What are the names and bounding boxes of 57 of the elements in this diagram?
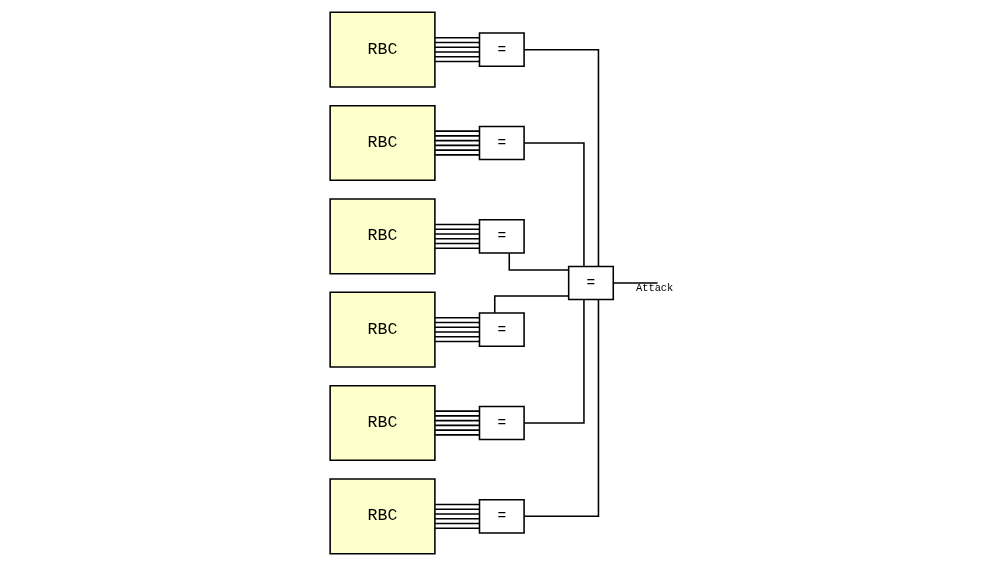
node-box: RBC [328,291,436,368]
connector [433,508,480,510]
connector [433,154,480,156]
connector [433,149,480,151]
connector [433,527,480,529]
node-box: = [478,498,525,534]
connector [522,298,585,424]
connector [433,331,480,333]
connector [433,247,480,249]
connector [433,135,480,137]
connector [433,517,480,520]
connector [493,295,569,314]
connector [433,130,480,132]
connector [433,336,480,338]
connector [522,142,585,268]
connector [433,60,480,63]
connector [433,434,480,436]
node-box: RBC [328,478,436,555]
node-box: = [567,265,614,301]
connector [433,139,480,142]
connector [522,299,599,518]
connector [433,228,480,230]
connector [433,340,480,343]
connector [612,282,658,284]
connector [433,424,480,427]
connector [433,223,480,226]
edge-label: Attack [635,282,673,295]
connector [433,419,480,422]
connector [433,51,480,53]
connector [433,513,480,515]
node-box: RBC [328,104,436,182]
connector [433,242,480,245]
connector [433,415,480,417]
connector [433,429,480,431]
connector [433,503,480,506]
connector [433,237,480,240]
connector [433,37,480,39]
connector [433,46,480,49]
node-box: = [478,312,525,348]
connector [433,317,480,319]
connector [522,48,599,267]
connector [433,41,480,44]
node-box: RBC [328,11,436,88]
connector [508,252,569,271]
connector [433,56,480,58]
node-box: RBC [328,198,436,275]
node-box: = [478,125,525,161]
connector [433,321,480,324]
node-box: RBC [328,384,436,462]
node-box: = [478,218,525,254]
connector [433,233,480,235]
node-box: = [478,32,525,68]
connector [433,410,480,412]
connector [433,326,480,329]
node-box: = [478,405,525,441]
connector [433,522,480,525]
connector [433,144,480,147]
